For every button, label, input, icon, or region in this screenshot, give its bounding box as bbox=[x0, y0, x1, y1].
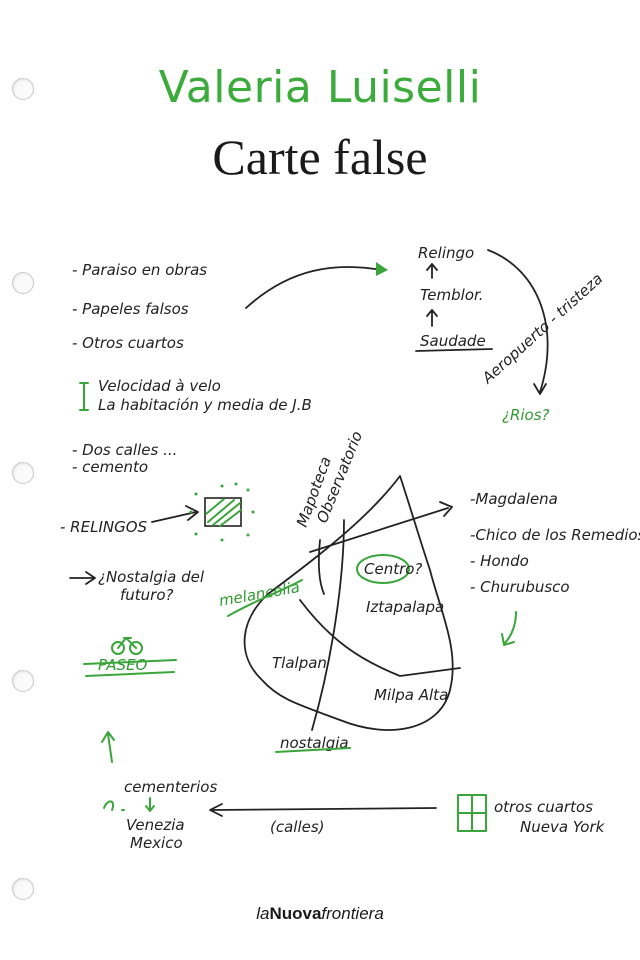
arrow-to-relingo bbox=[245, 266, 383, 309]
binder-hole bbox=[12, 670, 34, 692]
note-nostalgia-futuro-1: ¿Nostalgia del bbox=[98, 568, 205, 586]
arrowhead-green bbox=[376, 262, 388, 276]
author-name: Valeria Luiselli bbox=[158, 62, 482, 113]
map-nostalgia: nostalgia bbox=[280, 734, 349, 752]
note-cementerios: cementerios bbox=[124, 778, 217, 796]
melancolia-underline bbox=[227, 579, 303, 617]
arrow-relingos bbox=[151, 505, 199, 523]
note-calles: (calles) bbox=[270, 818, 325, 836]
map-road-4 bbox=[317, 539, 325, 595]
arrow-rivers-down bbox=[501, 611, 517, 646]
curve-to-rios bbox=[487, 249, 549, 393]
note-relingos: - RELINGOS bbox=[60, 518, 148, 536]
note-otros-cuartos-bottom: otros cuartos bbox=[494, 798, 593, 816]
note-venezia: Venezia bbox=[126, 816, 185, 834]
bicycle-icon bbox=[111, 637, 143, 655]
map-road-1 bbox=[299, 599, 461, 677]
arrow-calles bbox=[209, 803, 437, 817]
note-relingo: Relingo bbox=[418, 244, 474, 262]
river-hondo: - Hondo bbox=[470, 552, 529, 570]
note-velocidad: Velocidad à velo bbox=[98, 377, 221, 395]
note-saudade: Saudade bbox=[420, 332, 486, 350]
river-magdalena: -Magdalena bbox=[470, 490, 558, 508]
binder-hole bbox=[12, 878, 34, 900]
river-churubusco: - Churubusco bbox=[470, 578, 570, 596]
note-nostalgia-futuro-2: futuro? bbox=[120, 586, 174, 604]
note-nueva-york: Nueva York bbox=[520, 818, 606, 836]
green-bracket bbox=[79, 382, 89, 411]
arrow-up-1 bbox=[426, 263, 438, 279]
arrow-up-2 bbox=[426, 309, 438, 327]
note-rios: ¿Rios? bbox=[502, 406, 550, 424]
nostalgia-underline bbox=[275, 747, 351, 753]
note-habitacion: La habitación y media de J.B bbox=[98, 396, 312, 414]
map-milpa-alta: Milpa Alta bbox=[374, 686, 448, 704]
hatched-square bbox=[189, 482, 255, 542]
saudade-underline bbox=[415, 348, 493, 352]
publisher-logo: laNuovafrontiera bbox=[0, 904, 640, 924]
publisher-part-la: la bbox=[256, 904, 270, 923]
publisher-part-frontiera: frontiera bbox=[321, 904, 384, 923]
binder-hole bbox=[12, 462, 34, 484]
map-melancolia: melancolia bbox=[218, 578, 302, 610]
binder-hole bbox=[12, 78, 34, 100]
centro-circle bbox=[356, 554, 410, 584]
note-mexico: Mexico bbox=[130, 834, 183, 852]
note-temblor: Temblor. bbox=[420, 286, 484, 304]
paseo-underline bbox=[83, 659, 177, 677]
note-papeles: - Papeles falsos bbox=[72, 300, 189, 318]
note-otros-cuartos: - Otros cuartos bbox=[72, 334, 184, 352]
river-chico: -Chico de los Remedios bbox=[470, 526, 640, 544]
note-paraiso: - Paraiso en obras bbox=[72, 261, 207, 279]
map-iztapalapa: Iztapalapa bbox=[366, 598, 444, 616]
binder-hole bbox=[12, 272, 34, 294]
book-title: Carte false bbox=[212, 129, 428, 185]
publisher-part-nuova: Nuova bbox=[269, 904, 322, 923]
note-paseo: PASEO bbox=[98, 656, 148, 674]
arrow-up-left bbox=[101, 731, 115, 763]
window-icon bbox=[457, 794, 487, 832]
note-dos-calles: - Dos calles ... bbox=[72, 441, 177, 459]
map-road-3 bbox=[309, 501, 453, 553]
note-aeropuerto: Aeropuerto - tristeza bbox=[478, 270, 606, 388]
arrow-down-small bbox=[145, 797, 155, 812]
cemetery-mark bbox=[103, 800, 125, 811]
arrow-nostalgia bbox=[69, 571, 96, 585]
note-cemento: - cemento bbox=[72, 458, 148, 476]
map-centro: Centro? bbox=[364, 560, 422, 578]
map-tlalpan: Tlalpan bbox=[272, 654, 327, 672]
map-road-2 bbox=[311, 519, 345, 731]
map-outline bbox=[243, 475, 454, 731]
